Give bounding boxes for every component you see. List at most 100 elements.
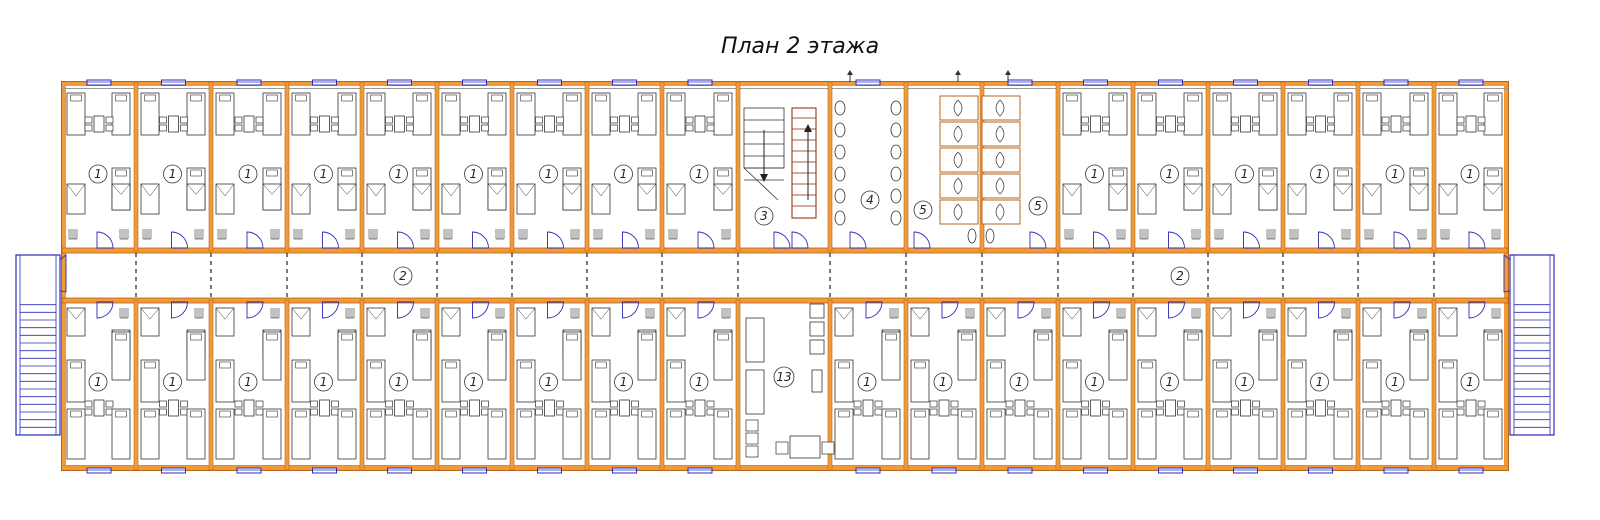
bed-icon	[186, 92, 206, 136]
window-icon	[1158, 467, 1183, 474]
chair-icon	[310, 408, 318, 416]
wardrobe-line	[496, 183, 507, 195]
chair-icon	[706, 400, 715, 408]
pillow	[566, 333, 578, 341]
wardrobe-line	[450, 307, 461, 320]
window-icon	[236, 79, 262, 86]
door-icon	[941, 301, 959, 319]
wardrobe-line	[1212, 307, 1223, 320]
chair-icon	[556, 124, 564, 132]
window-icon	[462, 467, 487, 474]
room-label-living: 1	[1466, 167, 1474, 181]
toilet-icon	[995, 151, 1005, 169]
pillow	[595, 94, 607, 102]
pillow	[717, 410, 729, 418]
desk-icon	[394, 115, 405, 133]
bed-icon	[366, 408, 386, 460]
pillow	[1337, 333, 1349, 341]
desk-icon	[319, 115, 330, 133]
bed-icon	[441, 359, 461, 403]
sink-icon	[834, 188, 846, 204]
bed-icon	[140, 359, 160, 403]
pillow	[416, 169, 428, 177]
wardrobe-icon	[637, 183, 657, 211]
pillow	[885, 410, 897, 418]
pillow	[566, 169, 578, 177]
door-icon	[397, 301, 414, 319]
room-label-living-circle	[88, 164, 108, 184]
wardrobe-line	[1146, 183, 1157, 197]
bed-icon	[1258, 331, 1278, 381]
chair-icon	[631, 408, 639, 416]
chair-icon	[631, 116, 639, 124]
room-label-living: 1	[395, 375, 403, 389]
pillow	[266, 410, 278, 418]
wardrobe-line	[120, 183, 131, 195]
corridor-wall-bottom	[61, 297, 1509, 304]
wardrobe-line	[195, 183, 206, 195]
room-label-living: 1	[1391, 375, 1399, 389]
pillow	[641, 94, 653, 102]
chair-icon	[234, 124, 243, 132]
room-label-living: 1	[94, 167, 102, 181]
chair-icon	[556, 408, 564, 416]
wardrobe-icon	[1483, 183, 1503, 211]
pillow	[1337, 410, 1349, 418]
desk-icon	[789, 435, 821, 459]
chair-icon	[535, 400, 543, 408]
pillow	[1262, 94, 1274, 102]
chair-icon	[821, 441, 835, 455]
bed-icon	[412, 331, 432, 381]
pillow	[491, 333, 503, 341]
pillow	[520, 94, 532, 102]
wardrobe-line	[441, 183, 452, 197]
wardrobe-line	[215, 183, 226, 197]
window-icon	[931, 467, 957, 474]
wardrobe-icon	[487, 183, 507, 211]
pillow	[370, 410, 382, 418]
chair-icon	[1306, 400, 1314, 408]
room-label-living: 1	[1166, 375, 1174, 389]
wardrobe-line	[591, 307, 602, 320]
external-stairs	[15, 254, 1555, 436]
wardrobe-icon	[713, 183, 733, 211]
chair-icon	[1156, 124, 1164, 132]
pillow	[341, 94, 353, 102]
room-label-living: 1	[863, 375, 871, 389]
chair-icon	[1456, 400, 1465, 408]
pillow	[1366, 94, 1378, 102]
pillow	[219, 410, 231, 418]
chair-icon	[1306, 116, 1314, 124]
room-label-living-circle	[1160, 372, 1179, 392]
wardrobe-line	[600, 183, 611, 197]
external-stair-right-inner	[1513, 254, 1551, 436]
wardrobe-line	[1287, 307, 1298, 320]
pillow	[1187, 94, 1199, 102]
bed-icon	[637, 92, 657, 136]
room-label-living: 1	[695, 375, 703, 389]
chair-icon	[1177, 408, 1185, 416]
wardrobe-line	[591, 183, 602, 197]
window-icon	[1007, 79, 1033, 86]
room-label-living-circle	[539, 164, 558, 184]
pillow	[1187, 410, 1199, 418]
chair-icon	[610, 116, 618, 124]
wardrobe-line	[525, 183, 536, 197]
pillow	[1141, 361, 1153, 369]
wardrobe-icon	[1212, 183, 1232, 215]
pillow	[1442, 361, 1454, 369]
pillow	[1112, 333, 1124, 341]
wardrobe-icon	[591, 183, 611, 215]
chair-icon	[1177, 400, 1185, 408]
chair-icon	[631, 124, 639, 132]
wardrobe-icon	[1183, 183, 1203, 211]
wardrobe-line	[421, 183, 432, 195]
sink-icon	[967, 228, 977, 244]
door-icon	[322, 301, 339, 319]
chair-icon	[745, 445, 759, 458]
pillow	[1037, 333, 1049, 341]
bed-icon	[111, 331, 131, 381]
desk-icon	[1390, 399, 1402, 417]
chair-icon	[809, 303, 825, 319]
